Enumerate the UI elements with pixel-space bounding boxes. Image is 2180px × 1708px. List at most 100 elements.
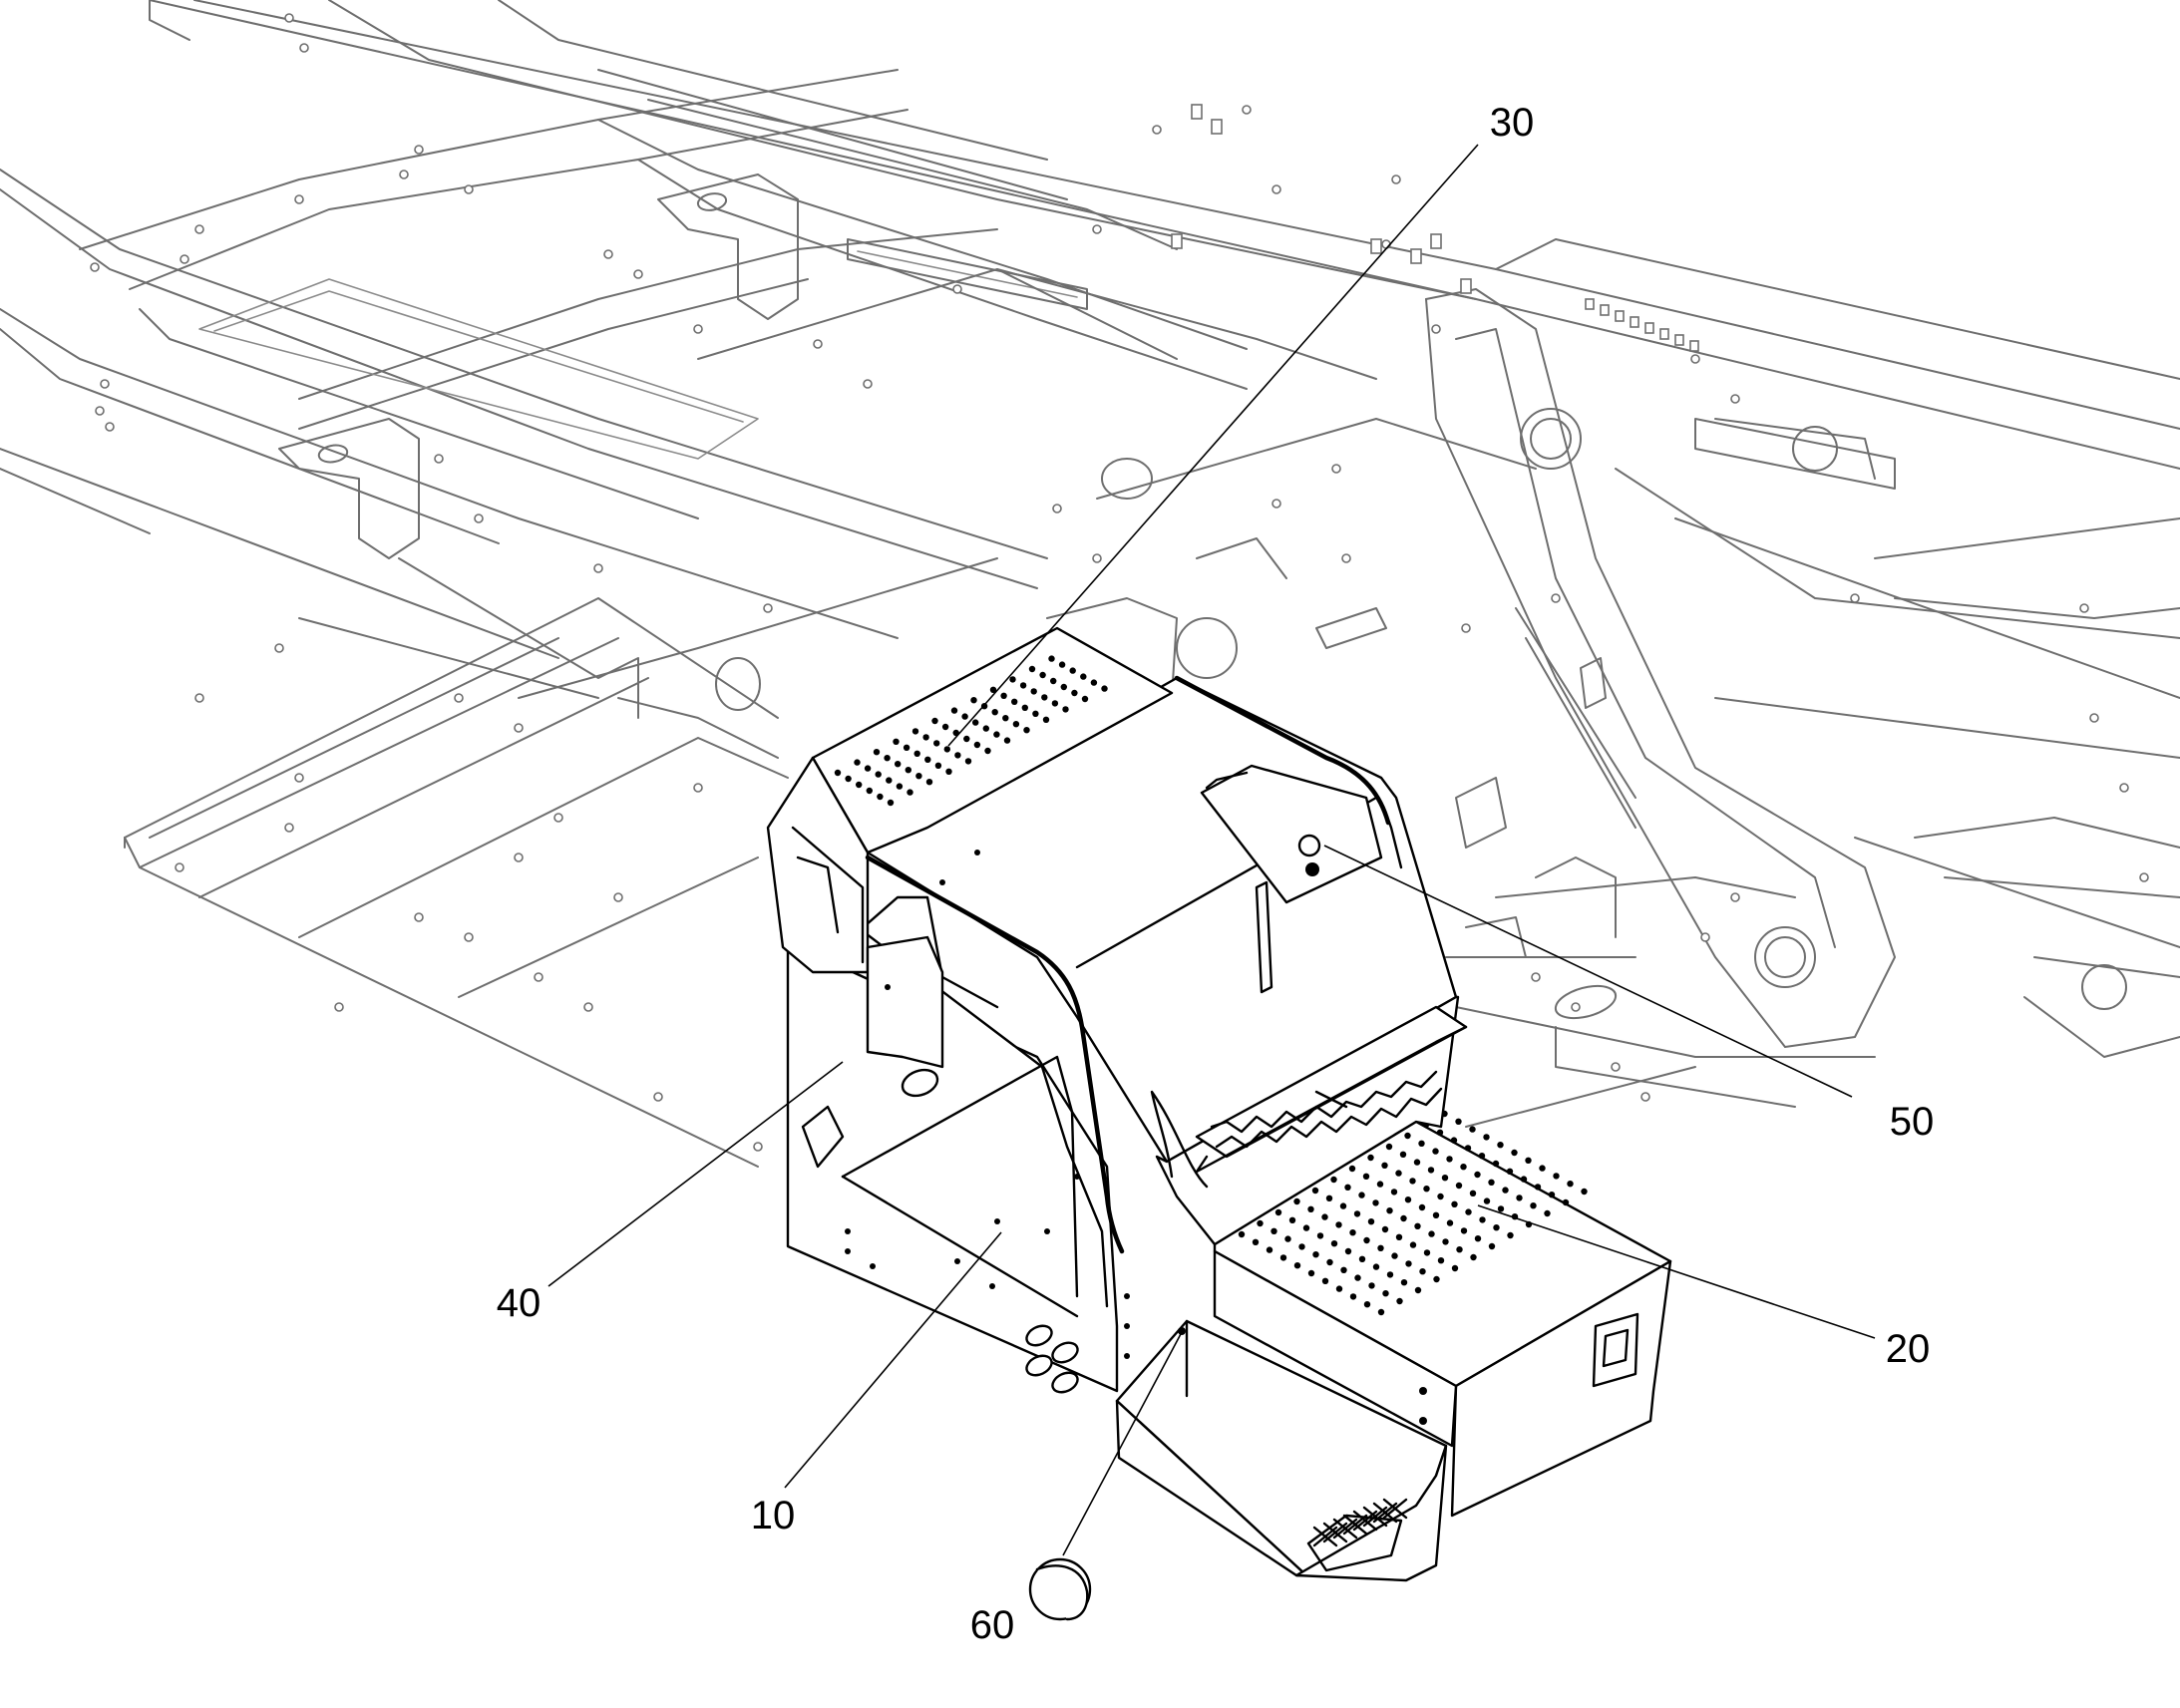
perforation-hole	[972, 719, 979, 726]
perforation-hole	[1446, 1156, 1453, 1163]
frame-bolt-hole	[464, 932, 474, 942]
perforation-hole	[1090, 679, 1098, 686]
perforation-hole	[1465, 1208, 1472, 1215]
perforation-hole	[1488, 1179, 1495, 1187]
frame-bolt-hole	[553, 813, 563, 823]
perforation-hole	[1405, 1260, 1412, 1267]
frame-bolt-hole	[1690, 354, 1700, 364]
frame-slot	[1615, 310, 1625, 322]
perforation-hole	[1321, 1277, 1329, 1285]
perforation-hole	[1376, 1181, 1384, 1188]
perforation-hole	[1497, 1205, 1505, 1212]
perforation-hole	[1069, 667, 1076, 674]
frame-bolt-hole	[1242, 105, 1252, 115]
perforation-hole	[1483, 1134, 1490, 1141]
perforation-hole	[1460, 1164, 1467, 1171]
perforation-hole	[1302, 1224, 1310, 1231]
frame-bolt-hole	[334, 1002, 344, 1012]
frame-slot	[1674, 334, 1684, 346]
perforation-hole	[1032, 710, 1039, 717]
perforation-hole	[1469, 1190, 1477, 1197]
frame-bolt-hole	[1272, 184, 1281, 194]
perforation-hole	[1377, 1244, 1384, 1252]
perforation-hole	[854, 759, 861, 766]
perforation-hole	[1298, 1243, 1305, 1250]
perforation-hole	[1418, 1140, 1425, 1148]
perforation-hole	[895, 761, 902, 768]
perforation-hole	[1395, 1233, 1403, 1241]
perforation-hole	[1455, 1118, 1462, 1126]
callout-10: 10	[751, 1494, 796, 1537]
frame-bolt-hole	[284, 823, 294, 833]
perforation-hole	[993, 731, 1000, 738]
frame-bolt-hole	[1092, 553, 1102, 563]
frame-bolt-hole	[534, 972, 544, 982]
perforation-hole	[1455, 1182, 1463, 1190]
perforation-hole	[1413, 1159, 1421, 1166]
perforation-hole	[1474, 1171, 1481, 1179]
perforation-hole	[1464, 1145, 1472, 1152]
perforation-hole	[1492, 1160, 1500, 1168]
perforation-hole	[864, 765, 872, 772]
perforation-hole	[903, 744, 910, 751]
perforation-hole	[1023, 727, 1030, 734]
perforation-hole	[866, 787, 873, 795]
perforation-hole	[1437, 1257, 1445, 1264]
storage-assembly	[766, 626, 1672, 1621]
perforation-hole	[1432, 1148, 1439, 1155]
perforation-hole	[1019, 682, 1027, 689]
perforation-hole	[1293, 1262, 1301, 1269]
perforation-hole	[1395, 1170, 1402, 1177]
frame-slot	[1630, 316, 1639, 328]
frame-bolt-hole	[294, 773, 304, 783]
perforation-hole	[911, 728, 919, 735]
perforation-hole	[1409, 1178, 1416, 1185]
perforation-hole	[896, 783, 904, 790]
perforation-hole	[1581, 1188, 1588, 1196]
frame-bolt-hole	[1092, 224, 1102, 234]
perforation-hole	[1002, 715, 1009, 722]
frame-bolt-hole	[105, 422, 115, 432]
perforation-hole	[1478, 1153, 1486, 1160]
frame-bolt-hole	[1381, 239, 1391, 249]
perforation-hole	[856, 781, 863, 789]
frame-bolt-hole	[1331, 464, 1341, 474]
frame-bolt-hole	[514, 853, 524, 862]
perforation-hole	[1060, 683, 1068, 691]
perforation-hole	[1330, 1240, 1338, 1247]
perforation-hole	[1530, 1202, 1537, 1209]
frame-bolt-hole	[2119, 783, 2129, 793]
perforation-hole	[1525, 1157, 1532, 1165]
perforation-hole	[1427, 1167, 1435, 1174]
frame-bolt-hole	[1571, 1002, 1581, 1012]
perforation-hole	[1437, 1193, 1444, 1200]
perforation-hole	[1382, 1290, 1389, 1297]
perforation-hole	[1330, 1176, 1337, 1184]
perforation-hole	[1451, 1200, 1458, 1208]
perforation-hole	[1450, 1137, 1458, 1144]
frame-bolt-hole	[175, 862, 184, 872]
frame-bolt-hole	[1272, 499, 1281, 509]
perforation-hole	[887, 799, 895, 807]
perforation-hole	[1516, 1195, 1523, 1201]
frame-bolt-hole	[434, 454, 444, 464]
perforation-hole	[1381, 1162, 1388, 1170]
perforation-hole	[1386, 1207, 1393, 1214]
perforation-hole	[1358, 1192, 1365, 1198]
leader-40	[547, 1061, 844, 1287]
perforation-hole	[1469, 1126, 1476, 1133]
perforation-hole	[1307, 1269, 1315, 1277]
perforation-hole	[1507, 1231, 1514, 1239]
perforation-hole	[1381, 1225, 1389, 1233]
perforation-hole	[1479, 1216, 1486, 1223]
frame-slot	[1689, 340, 1699, 352]
frame-slot	[1644, 322, 1654, 334]
frame-bolt-hole	[1341, 553, 1351, 563]
perforation-hole	[845, 775, 852, 783]
perforation-hole	[1423, 1249, 1431, 1256]
perforation-hole	[834, 769, 842, 777]
perforation-hole	[1335, 1285, 1343, 1292]
perforation-hole	[1062, 706, 1069, 713]
perforation-hole	[905, 767, 911, 774]
